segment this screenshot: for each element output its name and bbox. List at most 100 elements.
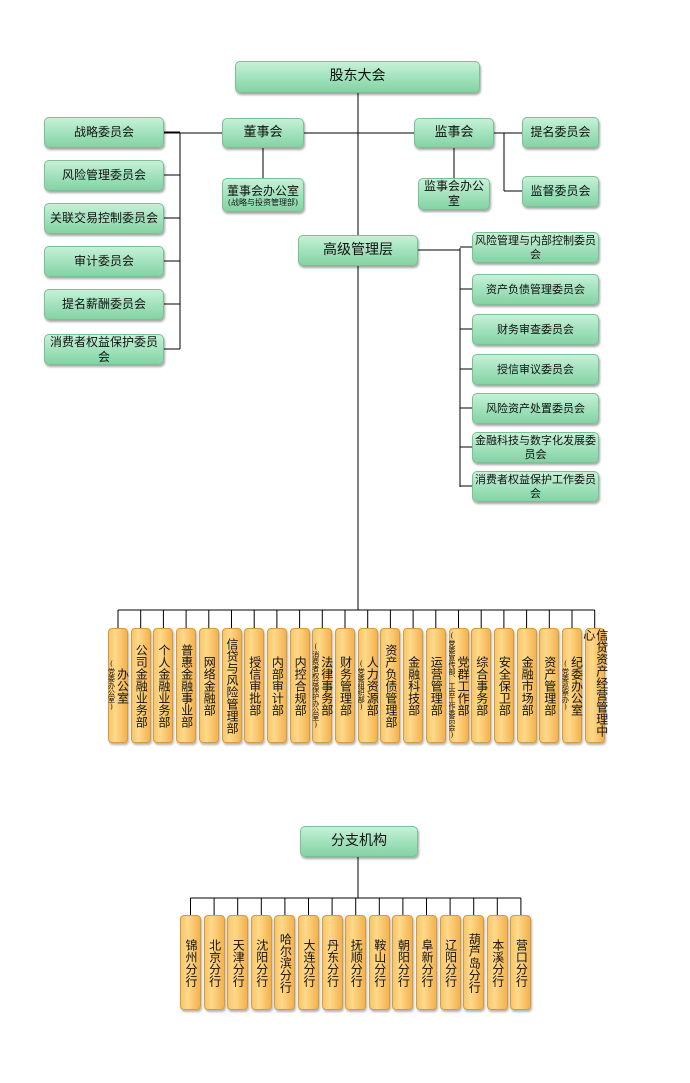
department-box: 普惠金融事业部 — [176, 628, 197, 743]
board-committee: 战略委员会 — [44, 117, 164, 148]
department-note: (党委巡察办) — [561, 660, 570, 711]
department-name: 授信审批部 — [247, 655, 262, 716]
management-committee: 消费者权益保护工作委员会 — [472, 471, 599, 502]
department-box: 网络金融部 — [198, 628, 219, 743]
board-committee-label: 风险管理委员会 — [61, 168, 146, 182]
department-box: 资产管理部 — [539, 628, 560, 743]
department-box: 综合事务部 — [471, 628, 492, 743]
management-committee-label: 金融科技与数字化发展委员会 — [475, 433, 596, 461]
branch-box: 本溪分行 — [486, 915, 508, 1010]
department-note: (消费者权益保护办公室) — [311, 642, 320, 729]
management-committee: 资产负债管理委员会 — [472, 274, 599, 305]
branch-box: 哈尔滨分行 — [274, 915, 296, 1010]
department-name: 公司金融业务部 — [134, 643, 149, 728]
branch-box: 大连分行 — [298, 915, 319, 1010]
branch-name: 抚顺分行 — [349, 938, 364, 987]
branch-box: 丹东分行 — [321, 915, 343, 1010]
board-of-supervisors: 监事会 — [414, 118, 494, 148]
department-name: 资产管理部 — [542, 655, 557, 716]
department-box: 财务管理部 — [335, 628, 355, 743]
department-name: 网络金融部 — [202, 655, 217, 716]
supervisory-committee: 提名委员会 — [522, 117, 599, 148]
board-committee-label: 关联交易控制委员会 — [49, 211, 158, 225]
branch-box: 营口分行 — [510, 915, 532, 1010]
department-box: 金融市场部 — [516, 628, 537, 743]
department-name: 金融科技部 — [406, 655, 421, 716]
supervisory-committee-label: 监督委员会 — [530, 184, 591, 198]
branch-name: 锦州分行 — [184, 938, 198, 987]
department-box: 信贷资产经营管理中心 — [581, 628, 609, 743]
branch-box: 朝阳分行 — [392, 915, 414, 1010]
department-box: 个人金融业务部 — [153, 628, 174, 743]
branch-name: 鞍山分行 — [372, 938, 387, 987]
board-committee-label: 战略委员会 — [73, 125, 134, 139]
department-name: 党群工作部 — [456, 655, 470, 716]
board-office: 董事会办公室(战略与投资管理部) — [222, 178, 304, 212]
board-of-directors: 董事会 — [222, 118, 304, 148]
department-name: 办公室 — [115, 667, 130, 704]
department-name: 财务管理部 — [338, 655, 353, 716]
board-committee: 审计委员会 — [44, 246, 164, 277]
branch-name: 本溪分行 — [490, 938, 505, 987]
branch-name: 辽阳分行 — [443, 938, 458, 987]
department-box: 金融科技部 — [403, 628, 424, 743]
department-box: 信贷与风险管理部 — [221, 628, 242, 743]
department-box: 运营管理部 — [425, 628, 446, 743]
department-name: 内部审计部 — [270, 655, 285, 716]
department-note: (党委组织部) — [357, 660, 366, 711]
management-committee: 授信审议委员会 — [472, 354, 599, 385]
department-box: 法律事务部(消费者权益保护办公室) — [311, 628, 334, 743]
department-name: 纪委办公室 — [569, 655, 584, 716]
department-box: 内部审计部 — [266, 628, 287, 743]
board-committee: 提名薪酬委员会 — [44, 289, 164, 320]
senior-management: 高级管理层 — [298, 235, 418, 266]
department-box: 公司金融业务部 — [130, 628, 151, 743]
management-committee-label: 授信审议委员会 — [497, 362, 574, 376]
department-box: 资产负债管理部 — [380, 628, 401, 743]
department-box: 安全保卫部 — [493, 628, 514, 743]
department-note: (党委办公室) — [107, 660, 116, 711]
branch-name: 朝阳分行 — [396, 938, 411, 987]
department-name: 个人金融业务部 — [156, 643, 171, 728]
department-name: 安全保卫部 — [497, 655, 512, 716]
branch-institutions: 分支机构 — [300, 826, 418, 857]
department-name: 信贷资产经营管理中心 — [581, 629, 609, 737]
branch-name: 大连分行 — [302, 938, 316, 987]
board-committee-label: 提名薪酬委员会 — [61, 297, 146, 311]
department-box: 人力资源部(党委组织部) — [357, 628, 380, 743]
management-committee: 风险资产处置委员会 — [472, 393, 599, 424]
management-committee-label: 风险管理与内部控制委员会 — [475, 233, 596, 261]
department-name: 综合事务部 — [474, 655, 489, 716]
branch-box: 锦州分行 — [180, 915, 201, 1010]
department-name: 法律事务部 — [319, 655, 334, 716]
branch-name: 哈尔滨分行 — [278, 932, 293, 993]
branch-box: 天津分行 — [227, 915, 249, 1010]
branch-name: 天津分行 — [231, 938, 246, 987]
management-committee-label: 消费者权益保护工作委员会 — [475, 472, 596, 500]
department-name: 金融市场部 — [520, 655, 535, 716]
department-name: 人力资源部 — [365, 655, 380, 716]
department-note: (党委宣传部、工会工作委员会) — [448, 632, 456, 739]
department-box: 内控合规部 — [289, 628, 310, 743]
branch-box: 北京分行 — [203, 915, 225, 1010]
supervisory-office: 监事会办公室 — [418, 178, 490, 210]
management-committee: 财务审查委员会 — [472, 314, 599, 345]
board-committee-label: 审计委员会 — [73, 254, 134, 268]
board-committee: 关联交易控制委员会 — [44, 203, 164, 234]
branch-name: 北京分行 — [207, 938, 222, 987]
branch-box: 阜新分行 — [416, 915, 437, 1010]
branch-box: 沈阳分行 — [250, 915, 272, 1010]
branch-box: 抚顺分行 — [345, 915, 367, 1010]
department-name: 资产负债管理部 — [383, 643, 398, 728]
shareholders-meeting: 股东大会 — [235, 61, 480, 93]
department-box: 纪委办公室(党委巡察办) — [561, 628, 584, 743]
branch-box: 葫芦岛分行 — [463, 915, 485, 1010]
branch-box: 鞍山分行 — [368, 915, 390, 1010]
department-name: 普惠金融事业部 — [179, 643, 194, 728]
department-box: 授信审批部 — [244, 628, 265, 743]
branch-name: 沈阳分行 — [254, 938, 269, 987]
department-box: 办公室(党委办公室) — [107, 628, 130, 743]
management-committee-label: 财务审查委员会 — [497, 322, 574, 336]
branch-name: 阜新分行 — [420, 938, 434, 987]
